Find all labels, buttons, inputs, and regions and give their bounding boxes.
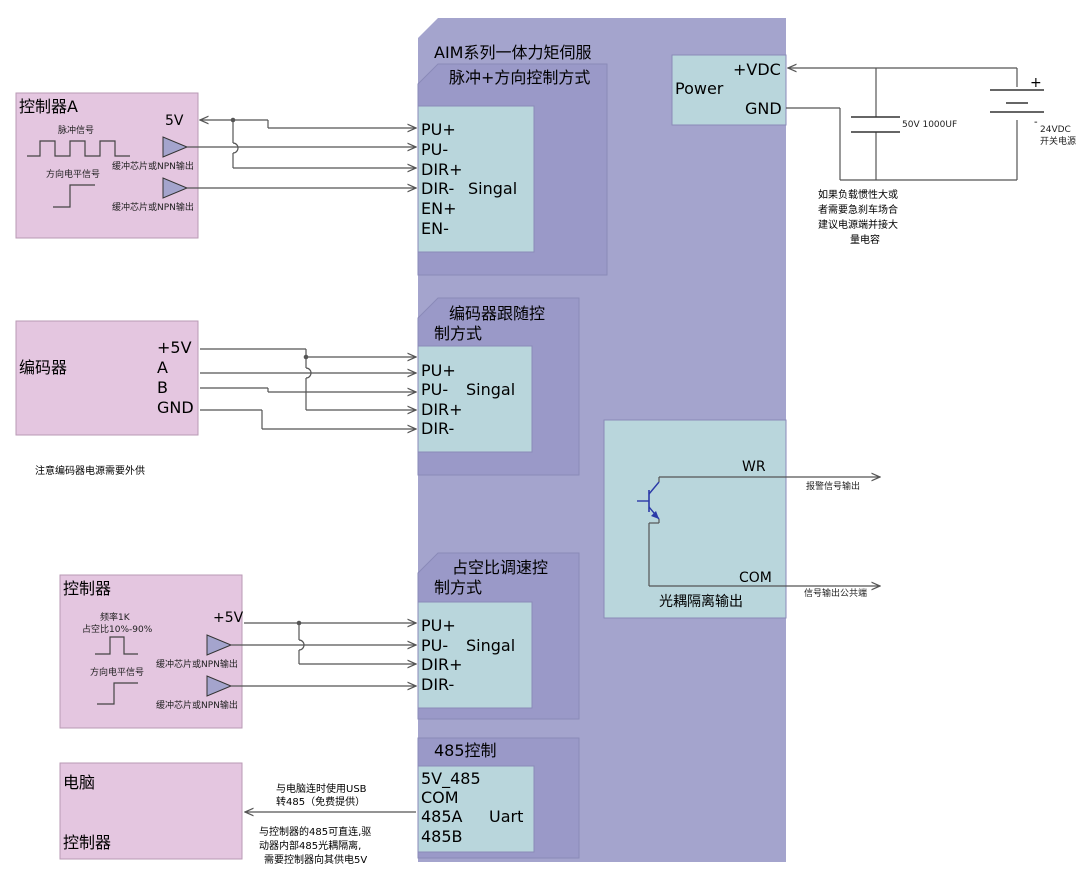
direction-waveform-b (97, 682, 138, 705)
pc-box (59, 762, 243, 860)
encoder-note: 注意编码器电源需要外供 (35, 464, 145, 477)
rs485-pin-a: 485A (421, 807, 463, 826)
encoder-pin-pu-plus: PU+ (421, 361, 456, 380)
encoder-section-title-2: 制方式 (434, 324, 482, 343)
controller-a-box (15, 92, 199, 239)
duty-pin-pu-minus: PU- (421, 636, 448, 655)
power-gnd-pin: GND (745, 99, 782, 118)
output-wr-pin: WR (742, 459, 766, 475)
supply-voltage: 24VDC (1040, 125, 1071, 135)
transistor-collector (648, 481, 660, 495)
pulse-pin-pu-plus: PU+ (421, 120, 456, 139)
encoder-signal-label: Singal (466, 380, 515, 399)
rs485-pin-5v: 5V_485 (421, 769, 481, 789)
pc-title: 电脑 (63, 773, 95, 792)
buffer-a1-icon (162, 136, 189, 158)
pc-note-1b: 转485（免费提供） (276, 795, 365, 808)
output-alarm-label: 报警信号输出 (806, 480, 860, 492)
duty-section-title-2: 制方式 (434, 578, 482, 597)
power-note-1: 如果负载惯性大或 (818, 188, 898, 201)
rs485-pin-b: 485B (421, 827, 463, 846)
controller-a-buffer1: 缓冲芯片或NPN输出 (112, 160, 194, 172)
encoder-pin-pu-minus: PU- (421, 380, 448, 399)
power-block (671, 54, 787, 126)
controller-b-duty: 占空比10%-90% (82, 623, 153, 635)
pc-note-2b: 动器内部485光耦隔离, (259, 839, 361, 852)
controller-b-buffer1: 缓冲芯片或NPN输出 (156, 658, 238, 670)
pulse-connector (417, 105, 535, 253)
controller-b-freq: 频率1K (100, 611, 131, 623)
encoder-section-title-1: 编码器跟随控 (449, 304, 545, 323)
servo-title: AIM系列一体力矩伺服 (434, 43, 591, 62)
pulse-pin-pu-minus: PU- (421, 140, 448, 159)
controller-a-buffer2: 缓冲芯片或NPN输出 (112, 201, 194, 213)
output-com-pin: COM (739, 570, 772, 586)
pulse-pin-en-minus: EN- (421, 219, 449, 238)
duty-signal-label: Singal (466, 636, 515, 655)
duty-section-title-1: 占空比调速控 (452, 558, 548, 577)
pc-note-1a: 与电脑连时使用USB (276, 782, 367, 795)
controller-a-voltage: 5V (165, 113, 184, 129)
controller-a-pulse-signal: 脉冲信号 (58, 124, 94, 136)
opto-output-label: 光耦隔离输出 (659, 593, 743, 610)
encoder-title: 编码器 (19, 358, 67, 377)
pulse-pin-en-plus: EN+ (421, 199, 456, 218)
output-common-label: 信号输出公共端 (804, 587, 867, 599)
encoder-pin-5v: +5V (157, 338, 192, 357)
pc-note-2a: 与控制器的485可直连,驱 (259, 825, 371, 838)
rs485-uart-label: Uart (489, 807, 523, 826)
duty-pin-dir-minus: DIR- (421, 675, 454, 694)
rs485-pin-com: COM (421, 788, 459, 807)
battery-plus: + (1030, 75, 1042, 91)
encoder-box (15, 320, 199, 436)
controller-a-direction-signal: 方向电平信号 (46, 168, 100, 180)
pwm-waveform (95, 636, 138, 655)
pulse-pin-dir-plus: DIR+ (421, 160, 463, 179)
duty-pin-dir-plus: DIR+ (421, 655, 463, 674)
buffer-b2-icon (206, 675, 233, 697)
rs485-section-title: 485控制 (434, 741, 497, 760)
duty-pin-pu-plus: PU+ (421, 616, 456, 635)
pulse-pin-dir-minus: DIR- (421, 179, 454, 198)
battery-minus: - (1034, 117, 1038, 128)
supply-type: 开关电源 (1040, 135, 1076, 147)
capacitor-label: 50V 1000UF (902, 120, 957, 130)
opto-output-block (603, 419, 787, 619)
encoder-pin-gnd: GND (157, 398, 194, 417)
power-label: Power (675, 79, 724, 98)
power-note-3: 建议电源端并接大 (818, 218, 898, 231)
controller-b-voltage: +5V (213, 610, 244, 626)
power-vdc-pin: +VDC (733, 60, 781, 79)
direction-waveform (53, 184, 95, 208)
power-note-4: 量电容 (850, 233, 880, 246)
encoder-pin-dir-plus: DIR+ (421, 400, 463, 419)
pulse-section-title: 脉冲+方向控制方式 (449, 68, 590, 87)
buffer-b1-icon (206, 634, 233, 656)
buffer-a2-icon (162, 177, 189, 199)
transistor-emitter-arrow (651, 511, 659, 519)
encoder-connector (417, 345, 533, 453)
pc-controller-title: 控制器 (63, 833, 111, 852)
power-note-2: 者需要急刹车场合 (818, 203, 898, 216)
controller-a-title: 控制器A (19, 97, 78, 116)
controller-b-title: 控制器 (63, 579, 111, 598)
encoder-pin-b: B (157, 378, 168, 397)
pulse-signal-label: Singal (468, 179, 517, 198)
encoder-pin-a: A (157, 358, 168, 377)
controller-b-direction-signal: 方向电平信号 (90, 666, 144, 678)
pulse-waveform (27, 140, 130, 157)
rs485-connector (417, 765, 535, 853)
pc-note-2c: 需要控制器向其供电5V (264, 853, 367, 866)
controller-b-buffer2: 缓冲芯片或NPN输出 (156, 699, 238, 711)
duty-connector (417, 601, 533, 709)
encoder-pin-dir-minus: DIR- (421, 419, 454, 438)
